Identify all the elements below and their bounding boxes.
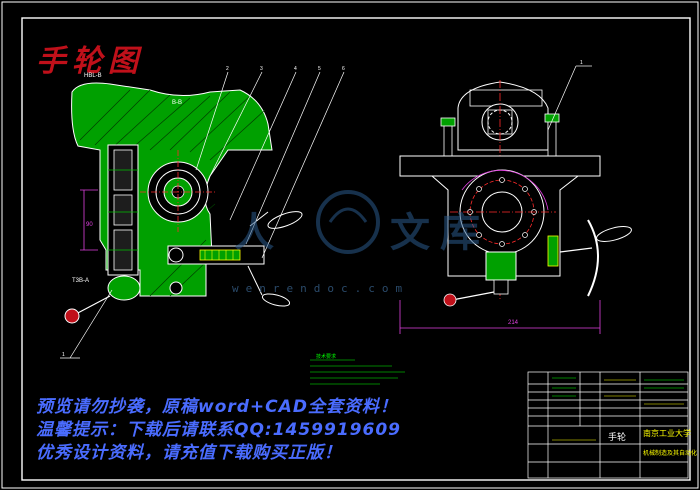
view-mark: HBL-B bbox=[84, 73, 102, 79]
lever bbox=[73, 295, 111, 316]
notice-line-2: 温馨提示：下载后请联系QQ:1459919609 bbox=[36, 420, 401, 440]
svg-text:2: 2 bbox=[226, 66, 229, 72]
svg-text:人: 人 bbox=[234, 209, 274, 256]
bottom-knob bbox=[107, 275, 141, 301]
title-block-drawing-no: 机械制造及其自动化 bbox=[643, 451, 698, 457]
svg-text:1: 1 bbox=[62, 352, 65, 358]
title-block bbox=[527, 371, 689, 479]
right-front-view: 1 bbox=[399, 60, 632, 334]
tech-requirements bbox=[310, 359, 405, 385]
crank-arm-lower bbox=[247, 265, 263, 296]
bottom-lever bbox=[451, 291, 495, 301]
width-dimension: 214 bbox=[508, 320, 519, 326]
svg-text:3: 3 bbox=[260, 66, 263, 72]
svg-text:5: 5 bbox=[318, 66, 321, 72]
svg-text:库: 库 bbox=[440, 209, 480, 256]
title-block-yellow bbox=[552, 379, 684, 441]
crank-arm-upper bbox=[249, 211, 269, 227]
svg-text:6: 6 bbox=[342, 66, 345, 72]
section-label: B-B bbox=[172, 100, 183, 106]
title-block-drawing-name: 手轮 bbox=[608, 432, 627, 442]
vertical-dimension: 90 bbox=[86, 222, 93, 228]
hand-wheel-arc bbox=[587, 219, 599, 297]
notice-line-3: 优秀设计资料，请充值下载购买正版！ bbox=[36, 443, 342, 463]
part-mark: T3B-A bbox=[72, 278, 90, 284]
svg-text:文: 文 bbox=[390, 209, 430, 256]
inner-frame bbox=[21, 17, 691, 481]
title-block-school: 南京工业大学 bbox=[643, 429, 691, 438]
drawing-title: 手轮图 bbox=[36, 44, 144, 79]
svg-text:4: 4 bbox=[294, 66, 297, 72]
notice-line-1: 预览请勿抄袭，原稿word+CAD全套资料！ bbox=[36, 397, 398, 417]
svg-text:1: 1 bbox=[580, 60, 583, 66]
left-section-view: 2 3 4 5 6 1 bbox=[60, 66, 345, 359]
watermark-url: wenrendoc.com bbox=[232, 282, 410, 295]
tech-requirements-heading: 技术要求 bbox=[316, 354, 337, 360]
watermark-logo: 人 文 库 bbox=[234, 190, 480, 256]
